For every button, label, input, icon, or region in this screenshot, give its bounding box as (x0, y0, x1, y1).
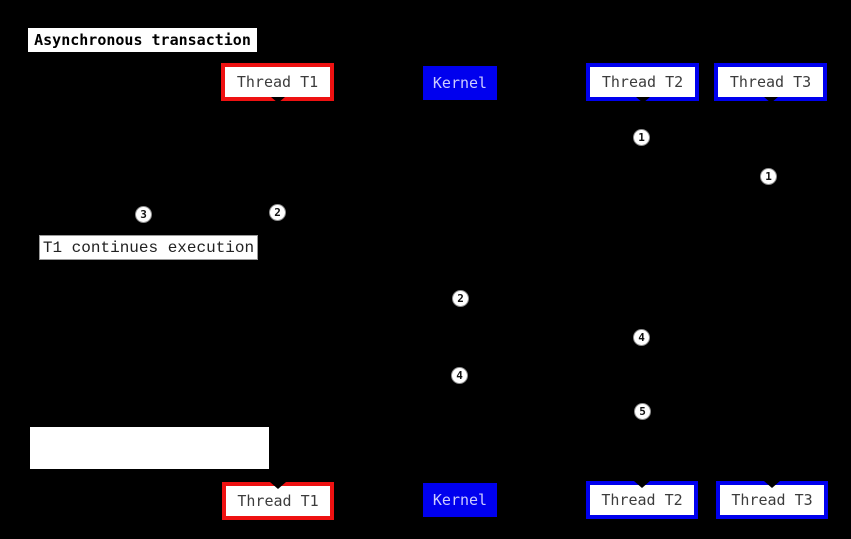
step-marker-label: 3 (140, 208, 147, 221)
lifeline-arrowhead (270, 482, 286, 489)
actor-thread-t1-bottom: Thread T1 (222, 482, 334, 520)
actor-label: Thread T3 (729, 73, 812, 91)
step-marker-5: 5 (634, 403, 651, 420)
lifeline-stub (763, 97, 778, 103)
step-marker-1b: 1 (760, 168, 777, 185)
actor-label: Thread T2 (601, 491, 683, 509)
actor-kernel-top: Kernel (423, 66, 497, 100)
step-marker-2b: 2 (452, 290, 469, 307)
actor-label: Kernel (432, 491, 488, 509)
step-marker-2: 2 (269, 204, 286, 221)
note-blank (30, 427, 269, 469)
step-marker-3: 3 (135, 206, 152, 223)
step-marker-label: 4 (456, 369, 463, 382)
lifeline-stub (270, 97, 285, 103)
actor-thread-t1-top: Thread T1 (221, 63, 334, 103)
step-marker-1: 1 (633, 129, 650, 146)
step-marker-label: 2 (274, 206, 281, 219)
actor-thread-t2-bottom: Thread T2 (586, 481, 698, 519)
diagram-title: Asynchronous transaction (28, 28, 257, 52)
actor-label: Kernel (432, 74, 488, 92)
step-marker-label: 1 (765, 170, 772, 183)
step-marker-label: 5 (639, 405, 646, 418)
actor-thread-t3-bottom: Thread T3 (716, 481, 828, 519)
lifeline-stub (635, 97, 650, 103)
actor-thread-t2-top: Thread T2 (586, 63, 699, 103)
step-marker-label: 2 (457, 292, 464, 305)
actor-kernel-bottom: Kernel (423, 483, 497, 517)
step-marker-4b: 4 (451, 367, 468, 384)
lifeline-arrowhead (764, 481, 780, 488)
actor-label: Thread T1 (236, 73, 319, 91)
actor-label: Thread T2 (601, 73, 684, 91)
actor-thread-t3-top: Thread T3 (714, 63, 827, 103)
step-marker-label: 1 (638, 131, 645, 144)
note-t1-continues: T1 continues execution (39, 235, 258, 260)
step-marker-4: 4 (633, 329, 650, 346)
actor-label: Thread T3 (731, 491, 813, 509)
lifeline-arrowhead (634, 481, 650, 488)
step-marker-label: 4 (638, 331, 645, 344)
actor-label: Thread T1 (237, 492, 319, 510)
